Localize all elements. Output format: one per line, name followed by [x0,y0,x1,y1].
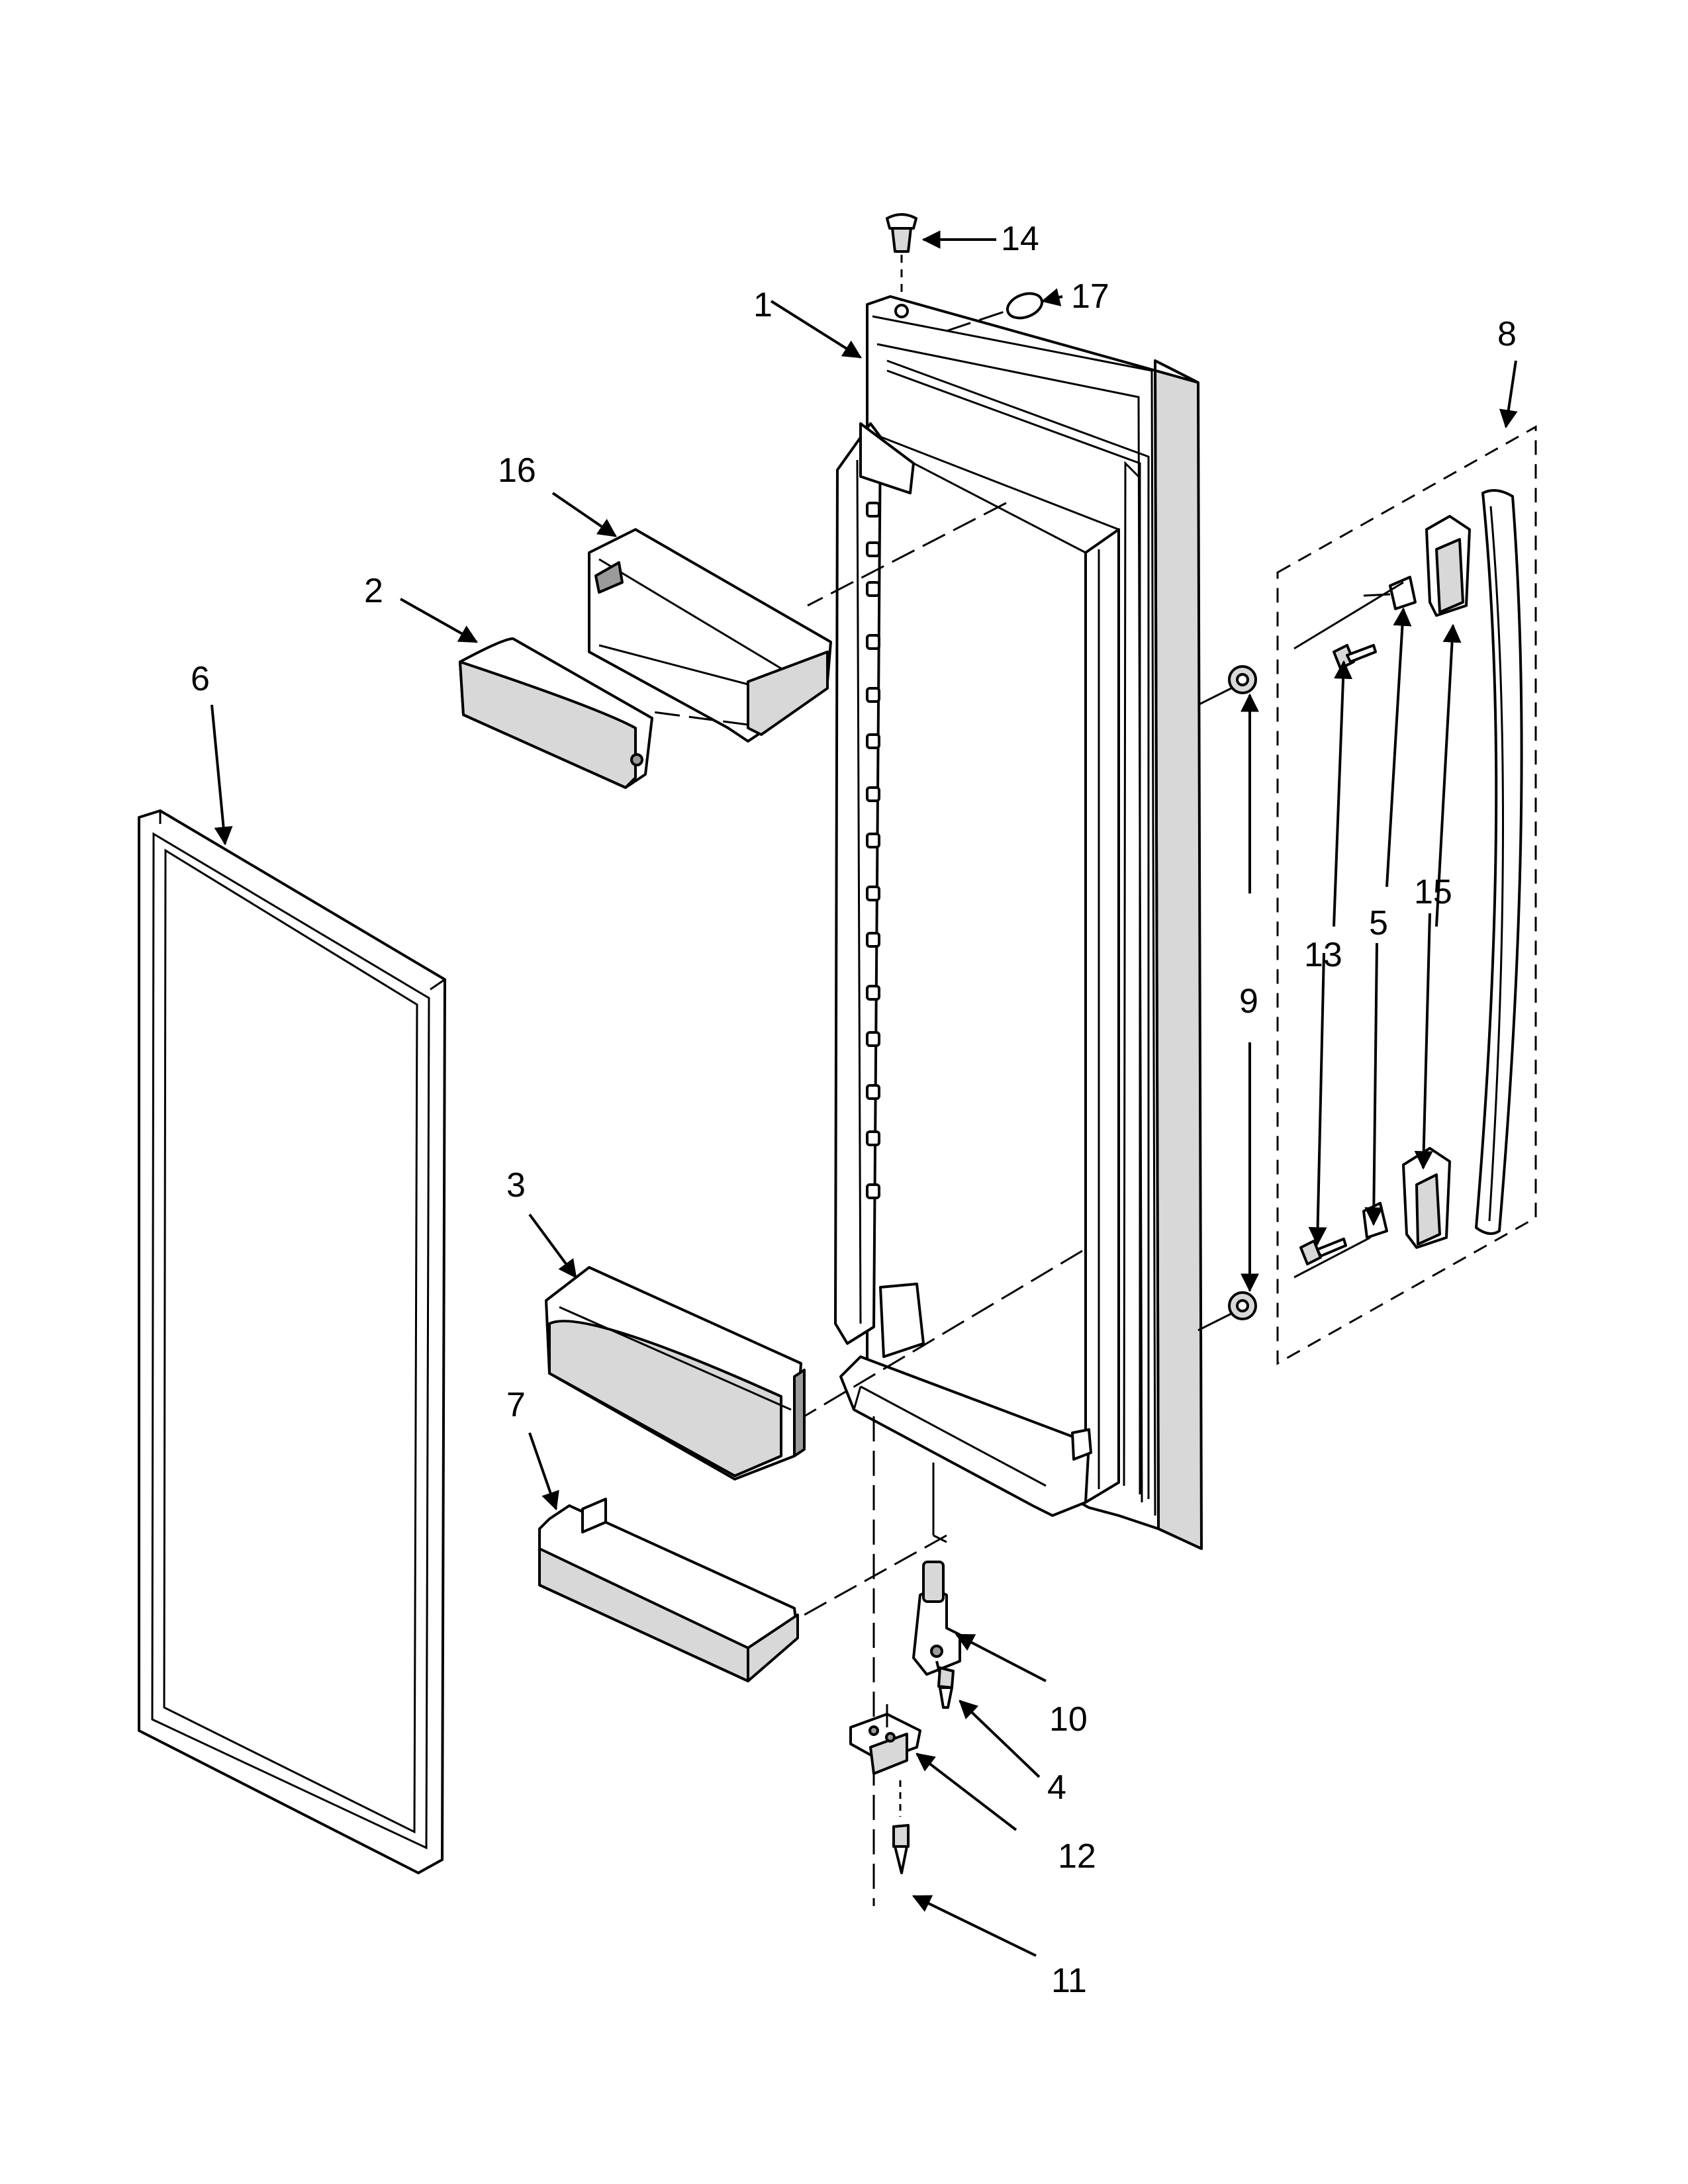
callout-11: 11 [1051,1962,1087,2000]
door-gasket [138,809,446,1874]
door-bin [545,1266,806,1480]
handle-kit-boundary [1276,425,1537,1365]
callout-6: 6 [191,660,210,698]
callout-16: 16 [498,451,536,490]
callout-10: 10 [1049,1700,1088,1739]
shim-screw [892,1780,910,1874]
dairy-door [459,637,653,789]
hinge-shim [849,1704,921,1775]
callout-14: 14 [1001,220,1039,258]
shelf-dimples [866,502,880,1199]
callout-12: 12 [1058,1837,1096,1876]
callout-7: 7 [506,1386,526,1424]
handle-mounting-studs [1197,665,1257,1332]
callout-17: 17 [1071,277,1109,316]
door-assembly [834,295,1203,1550]
callout-15: 15 [1414,873,1452,911]
dairy-alignment-line [807,502,1007,607]
callout-5: 5 [1369,904,1388,942]
callout-9: 9 [1239,982,1258,1021]
shelf-bar-alignment-line [804,1534,947,1616]
callout-leaders [211,230,1518,1957]
hinge-pin-plug [886,213,917,301]
hinge-screw [935,1661,955,1709]
callout-3: 3 [506,1166,526,1205]
hinge-vertical-line [932,1463,947,1543]
dairy-bin-frame [588,528,832,743]
bin-alignment-line [804,1250,1083,1418]
callout-13: 13 [1304,936,1342,974]
callout-1: 1 [753,286,773,324]
callout-2: 2 [364,572,383,610]
door-shelf-bar [538,1498,799,1682]
dairy-door-alignment-line [648,710,749,726]
callout-8: 8 [1497,315,1517,353]
handle-kit [1276,425,1537,1365]
plug-button [946,292,1044,332]
bottom-hinge [912,1561,961,1676]
callout-labels: 1 14 17 16 2 6 8 9 13 5 15 3 7 10 4 12 1… [191,220,1517,2000]
callout-4: 4 [1047,1768,1066,1807]
